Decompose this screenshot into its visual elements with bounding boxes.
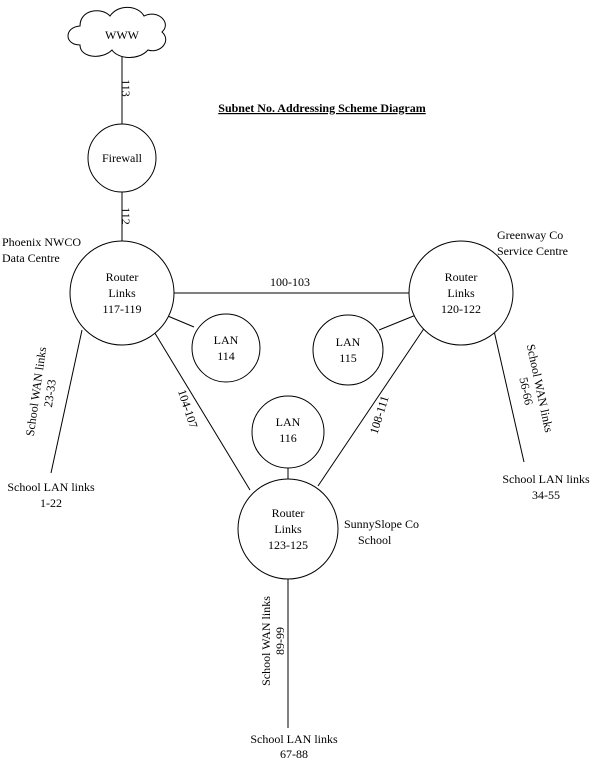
router-greenway-line-2: Links: [447, 286, 475, 300]
link-greenway-school-lan: [491, 321, 525, 463]
site-label-phoenix-2: Data Centre: [2, 251, 60, 265]
firewall-label: Firewall: [102, 151, 143, 165]
school-wan-sunnyslope: School WAN links 89-99: [259, 596, 287, 686]
cloud-icon: [67, 6, 167, 58]
link-label-www-firewall: 113: [119, 79, 133, 97]
lan-116-line-2: 116: [279, 431, 297, 445]
link-label-firewall-phoenix: 112: [119, 207, 133, 225]
router-sunnyslope-line-2: Links: [274, 522, 302, 536]
site-label-greenway-2: Service Centre: [497, 244, 568, 258]
router-phoenix-line-2: Links: [108, 286, 136, 300]
lan-114-line-1: LAN: [214, 333, 239, 347]
firewall-node: Firewall: [87, 123, 157, 193]
www-cloud: WWW: [67, 6, 167, 58]
school-wan-phoenix-range: 23-33: [41, 379, 59, 409]
link-label-phoenix-sunnyslope: 104-107: [175, 388, 201, 430]
link-greenway-lan115: [378, 314, 417, 331]
router-greenway-node: Router Links 120-122: [408, 240, 514, 346]
lan-115-line-2: 115: [339, 351, 357, 365]
diagram-title: Subnet No. Addressing Scheme Diagram: [218, 101, 425, 115]
school-wan-greenway: School WAN links 56-66: [516, 343, 556, 434]
router-phoenix-node: Router Links 117-119: [69, 240, 175, 346]
router-greenway-line-1: Router: [445, 270, 478, 284]
link-label-phoenix-greenway: 100-103: [270, 275, 310, 289]
school-wan-sunnyslope-range: 89-99: [273, 627, 287, 655]
site-label-greenway-1: Greenway Co: [497, 228, 563, 242]
lan-115-line-1: LAN: [336, 335, 361, 349]
site-label-phoenix-1: Phoenix NWCO: [2, 235, 81, 249]
router-greenway-line-3: 120-122: [441, 302, 481, 316]
school-wan-greenway-range: 56-66: [516, 376, 536, 406]
link-greenway-sunnyslope: [317, 326, 426, 487]
router-sunnyslope-line-3: 123-125: [268, 538, 308, 552]
school-lan-greenway-label: School LAN links: [502, 472, 590, 486]
school-lan-greenway-range: 34-55: [532, 488, 560, 502]
router-phoenix-line-1: Router: [106, 270, 139, 284]
lan-114-node: LAN 114: [191, 313, 261, 383]
link-phoenix-sunnyslope: [152, 329, 251, 491]
link-label-greenway-sunnyslope: 108-111: [367, 394, 392, 435]
lan-115-node: LAN 115: [312, 314, 384, 386]
lan-116-line-1: LAN: [276, 415, 301, 429]
www-label: WWW: [105, 28, 140, 42]
school-lan-sunnyslope-range: 67-88: [280, 747, 308, 761]
site-label-sunnyslope-1: SunnySlope Co: [344, 517, 419, 531]
school-lan-phoenix-range: 1-22: [40, 496, 62, 510]
router-phoenix-line-3: 117-119: [102, 302, 141, 316]
lan-116-node: LAN 116: [251, 395, 325, 469]
site-label-sunnyslope-2: School: [358, 533, 392, 547]
school-lan-sunnyslope-label: School LAN links: [250, 732, 338, 746]
school-lan-phoenix-label: School LAN links: [7, 480, 95, 494]
lan-114-line-2: 114: [217, 349, 235, 363]
school-wan-sunnyslope-label: School WAN links: [259, 596, 273, 686]
school-wan-phoenix: School WAN links 23-33: [23, 346, 59, 437]
router-sunnyslope-node: Router Links 123-125: [237, 478, 339, 580]
router-sunnyslope-line-1: Router: [272, 506, 305, 520]
link-phoenix-school-lan: [50, 329, 83, 474]
